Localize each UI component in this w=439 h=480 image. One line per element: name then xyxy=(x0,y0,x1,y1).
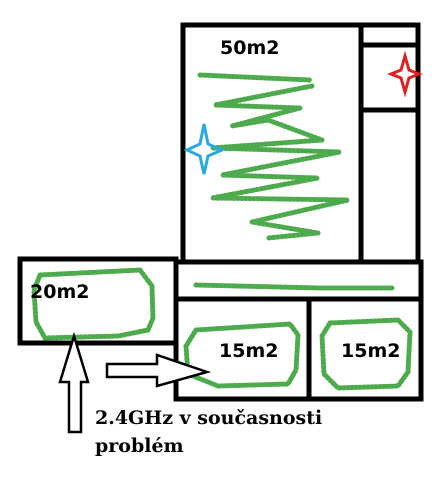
room-left-label: 20m2 xyxy=(30,281,89,303)
room-right-column-outline xyxy=(358,22,421,265)
arrow-right-icon xyxy=(105,353,212,388)
coverage-bottom-right-room xyxy=(319,317,413,391)
room-big-label: 50m2 xyxy=(220,37,279,59)
coverage-scribbles xyxy=(31,72,413,391)
blue-star-icon xyxy=(183,123,226,175)
arrows xyxy=(58,331,212,434)
four-point-star-icon xyxy=(183,50,424,175)
note-line-1: 2.4GHz v současnosti xyxy=(95,407,322,429)
red-star-icon xyxy=(386,50,424,98)
walls xyxy=(17,22,424,402)
room-left-outline xyxy=(17,256,179,346)
coverage-corridor xyxy=(193,282,395,291)
room-bottom-middle-label: 15m2 xyxy=(219,340,278,362)
room-bottom-right-label: 15m2 xyxy=(341,340,400,362)
room-bottom-right-outline xyxy=(306,296,424,402)
note-line-2: problém xyxy=(95,435,184,457)
coverage-bottom-middle-room xyxy=(183,321,301,389)
corridor-outline xyxy=(173,259,424,302)
arrow-up-icon xyxy=(58,331,90,434)
coverage-left-room xyxy=(31,267,156,341)
coverage-big-room xyxy=(197,72,351,241)
